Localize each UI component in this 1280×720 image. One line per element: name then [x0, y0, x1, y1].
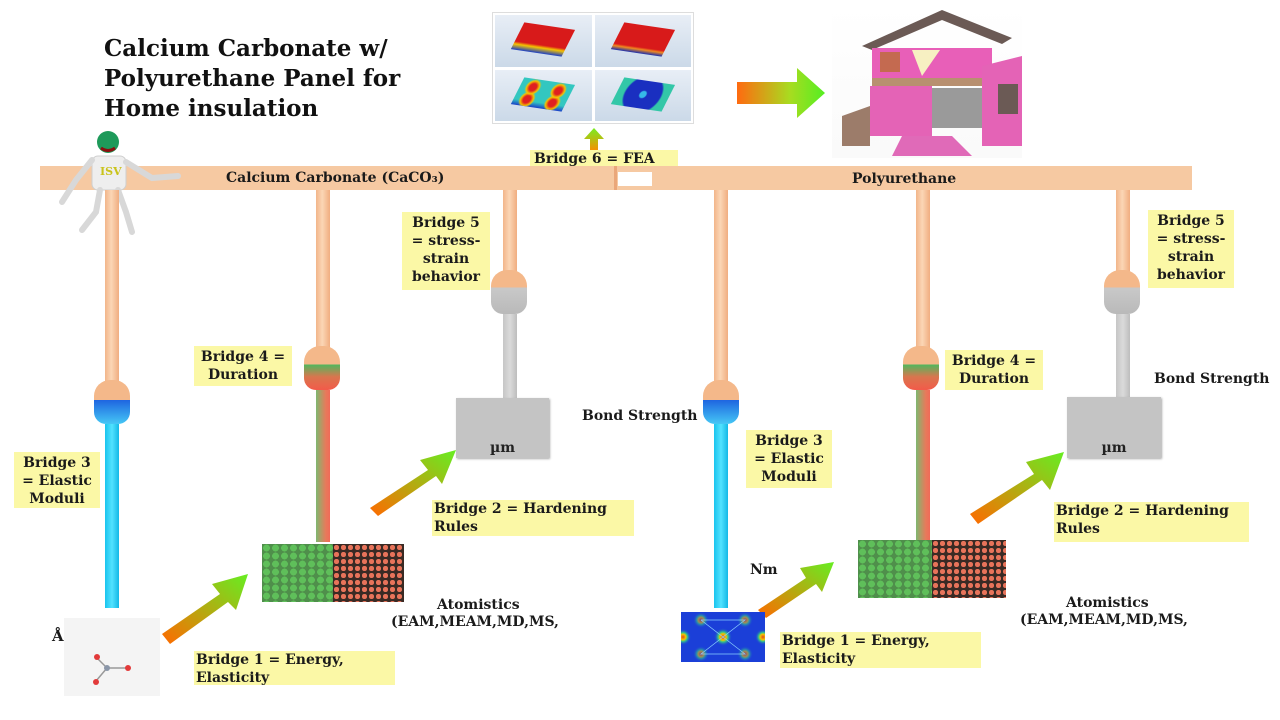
beam-gap — [618, 172, 652, 186]
right-bridge-1-arrow-icon — [758, 562, 834, 618]
angstrom-label: Å — [52, 627, 64, 645]
right-lattice-red-region — [932, 540, 1006, 598]
right-duration-fist — [903, 346, 939, 390]
left-duration-rod — [316, 390, 330, 542]
left-post-stress-strain — [503, 190, 517, 274]
left-lattice-red-region — [333, 544, 404, 602]
left-post-duration — [316, 190, 330, 350]
up-arrow-icon — [584, 128, 604, 152]
left-atomistics-line1: Atomistics — [437, 597, 520, 613]
right-atomistics-line2: (EAM,MEAM,MD,MS, — [1020, 612, 1188, 628]
fea-panel-3 — [495, 69, 592, 121]
left-bridge-1-arrow-icon — [162, 574, 248, 644]
left-bridge-2-label: Bridge 2 = Hardening Rules — [432, 500, 634, 536]
isv-badge: ISV — [100, 165, 122, 178]
bridge-6-label: Bridge 6 = FEA — [530, 150, 678, 170]
left-bridge-1-label: Bridge 1 = Energy, Elasticity — [194, 651, 395, 686]
left-elastic-rod — [105, 424, 119, 608]
right-atomistic-lattice-image — [858, 540, 1006, 598]
left-duration-fist — [304, 346, 340, 390]
right-bridge-4-label: Bridge 4 = Duration — [945, 350, 1043, 390]
right-stress-strain-rod — [1116, 314, 1130, 400]
page-title: Calcium Carbonate w/ Polyurethane Panel … — [104, 35, 401, 122]
left-stress-strain-rod — [503, 314, 517, 400]
right-atomistics-line1: Atomistics — [1066, 595, 1149, 611]
left-lattice-green-region — [262, 544, 333, 602]
right-post-duration — [916, 190, 930, 350]
right-post-stress-strain — [1116, 190, 1130, 274]
fea-panel-4 — [594, 69, 691, 121]
right-bridge-1-label: Bridge 1 = Energy, Elasticity — [780, 632, 981, 668]
calcium-carbonate-label: Calcium Carbonate (CaCO₃) — [226, 170, 445, 186]
right-elastic-rod — [714, 424, 728, 608]
right-bridge-3-label: Bridge 3 = Elastic Moduli — [746, 430, 832, 488]
right-micro-block: µm — [1067, 397, 1161, 458]
right-bond-strength-label: Bond Strength — [1154, 371, 1270, 387]
right-duration-rod — [916, 390, 930, 542]
right-bridge-5-label: Bridge 5 = stress-strain behavior — [1148, 210, 1234, 288]
right-stress-strain-fist — [1104, 270, 1140, 314]
insulated-house-image — [832, 6, 1022, 158]
right-bridge-2-label: Bridge 2 = Hardening Rules — [1054, 502, 1249, 542]
nano-unit-label: Nm — [750, 562, 778, 578]
left-bond-strength-label: Bond Strength — [582, 408, 698, 424]
left-bridge-5-label: Bridge 5 = stress-strain behavior — [402, 212, 490, 290]
right-bridge-2-arrow-icon — [970, 452, 1064, 524]
fea-panel-1 — [495, 15, 592, 67]
left-post-elastic — [105, 190, 119, 386]
left-bridge-3-label: Bridge 3 = Elastic Moduli — [14, 452, 100, 508]
right-post-elastic — [714, 190, 728, 386]
left-elastic-fist — [94, 380, 130, 424]
polyurethane-label: Polyurethane — [852, 171, 957, 187]
right-micro-unit: µm — [1101, 440, 1127, 456]
left-bridge-4-label: Bridge 4 = Duration — [194, 346, 292, 386]
left-stress-strain-fist — [491, 270, 527, 314]
right-arrow-icon — [737, 68, 825, 118]
right-elastic-fist — [703, 380, 739, 424]
right-lattice-green-region — [858, 540, 932, 598]
left-atomistic-lattice-image — [262, 544, 404, 602]
left-molecule-image — [64, 618, 160, 696]
fea-panel-2 — [594, 15, 691, 67]
beam-divider — [614, 166, 617, 190]
right-electron-density-image — [681, 612, 765, 662]
isv-robot-mascot: ISV — [59, 131, 181, 235]
fea-simulation-image — [492, 12, 694, 124]
left-micro-unit: µm — [489, 440, 516, 456]
left-atomistics-line2: (EAM,MEAM,MD,MS, — [391, 614, 559, 630]
left-bridge-2-arrow-icon — [370, 450, 456, 516]
left-micro-block: µm — [456, 398, 549, 458]
